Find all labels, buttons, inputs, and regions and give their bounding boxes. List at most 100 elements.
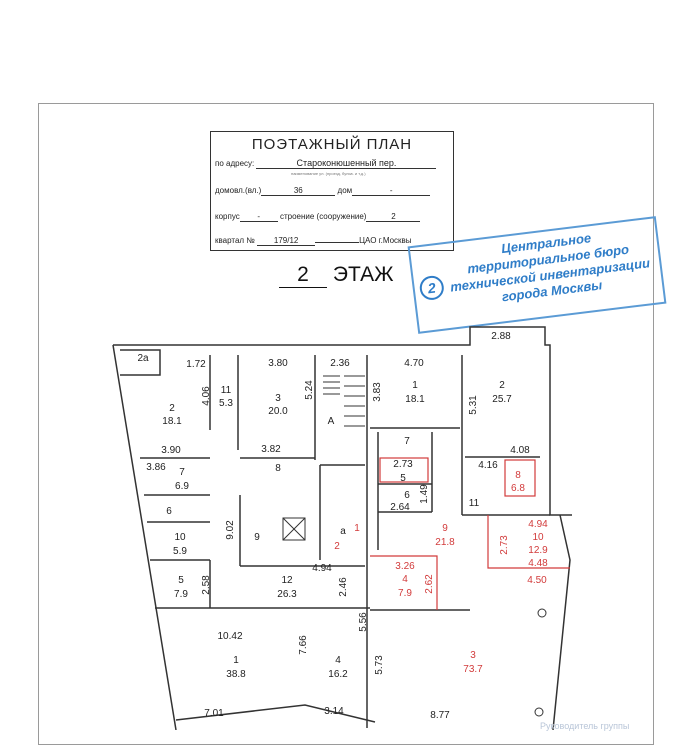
room-label: А (328, 416, 335, 427)
dimension-label: 5.24 (304, 380, 315, 400)
dimension-label: 2.46 (338, 577, 349, 597)
room-area: 6.9 (175, 481, 189, 492)
dom-value: - (352, 186, 431, 196)
dimension-label: 2.73 (499, 535, 510, 555)
dimension-label: 4.50 (527, 575, 547, 586)
dimension-label: 2.58 (201, 575, 212, 595)
dimension-label: 1.72 (186, 359, 206, 370)
stroenie-value: 2 (366, 212, 421, 222)
dimension-label: 2.73 (393, 459, 413, 470)
korpus-value: - (239, 212, 278, 222)
dimension-label: 3.83 (372, 382, 383, 402)
dimension-label: 7.01 (204, 708, 224, 719)
room-area: 12.9 (528, 545, 548, 556)
city: ЦАО г.Москвы (359, 236, 412, 245)
room-number: 5 (400, 473, 406, 484)
room-number: 1 (233, 655, 239, 666)
dimension-label: 4.16 (478, 460, 498, 471)
walls (112, 326, 572, 730)
dimension-label: 3.26 (395, 561, 415, 572)
dimension-label: 2.64 (390, 502, 410, 513)
room-labels-red: 1 2 9 21.8 2.73 4.94 10 12.9 4.48 4.50 3… (334, 470, 548, 675)
room-number: 3 (470, 650, 476, 661)
address-value: Староконюшенный пер. (256, 158, 437, 169)
room-number: 3 (275, 393, 281, 404)
dimension-label: 9.02 (225, 520, 236, 540)
dimension-label: 3.82 (261, 444, 281, 455)
dimension-label: 3.86 (146, 462, 166, 473)
room-number: 8 (515, 470, 521, 481)
room-area: 25.7 (492, 394, 512, 405)
room-area: 18.1 (162, 416, 182, 427)
dimension-label: 4.94 (312, 563, 332, 574)
room-area: 6.8 (511, 483, 525, 494)
elevator-icon (282, 517, 306, 541)
room-number: 11 (469, 498, 480, 509)
room-area: 5.9 (173, 546, 187, 557)
dimension-label: 4.06 (201, 386, 212, 406)
dimension-label: 5.73 (374, 655, 385, 675)
dimension-label: 3.90 (161, 445, 181, 456)
room-number: 7 (404, 436, 410, 447)
room-area: 73.7 (463, 664, 483, 675)
room-area: 38.8 (226, 669, 246, 680)
dimension-label: 4.48 (528, 558, 548, 569)
domovl-label: домовл.(вл.) (215, 186, 262, 195)
signature-text: Руководитель группы (540, 721, 630, 731)
room-number: 8 (275, 463, 281, 474)
floor-label: ЭТАЖ (332, 263, 394, 286)
room-label: 2 (334, 541, 340, 552)
room-label: 1 (354, 523, 360, 534)
plan-title: ПОЭТАЖНЫЙ ПЛАН (251, 136, 413, 153)
room-number: 1 (412, 380, 418, 391)
room-number: 9 (254, 532, 260, 543)
dimension-label: 5.56 (358, 612, 369, 632)
red-partitions (370, 457, 570, 610)
room-number: 7 (179, 467, 185, 478)
dom-label: дом (337, 186, 353, 195)
dimension-label: 10.42 (217, 631, 242, 642)
room-area: 20.0 (268, 406, 288, 417)
room-number: 6 (166, 506, 172, 517)
dimension-label: 4.70 (404, 358, 424, 369)
room-number: 12 (281, 575, 293, 586)
room-number: 6 (404, 490, 410, 501)
address-label: по адресу: (215, 159, 255, 168)
room-area: 21.8 (435, 537, 455, 548)
domovl-value: 36 (261, 186, 336, 196)
dimension-label: 4.94 (528, 519, 548, 530)
room-number: 10 (532, 532, 544, 543)
room-area: 26.3 (277, 589, 297, 600)
room-label: 2а (137, 353, 149, 364)
dimension-label: 4.08 (510, 445, 530, 456)
stroenie-label: строение (сооружение) (279, 212, 367, 221)
kvartal-label: квартал № (215, 236, 255, 245)
room-area: 5.3 (219, 398, 233, 409)
floor-plan: 2а 1.72 2 18.1 4.06 11 5.3 3.80 3 20.0 5… (112, 326, 572, 730)
column-icon (537, 608, 547, 618)
kvartal-value: 179/12 (257, 236, 316, 246)
dimension-label: 8.77 (430, 710, 450, 721)
room-number: 4 (402, 574, 408, 585)
dimension-label: 1.49 (419, 484, 430, 504)
address-hint: наименование ул. (проезд, бульв. и т.д.) (291, 171, 366, 176)
room-number: 11 (221, 385, 232, 396)
room-area: 7.9 (398, 588, 412, 599)
korpus-label: корпус (215, 212, 240, 221)
dimension-label: 3.80 (268, 358, 288, 369)
floor-heading: 2 ЭТАЖ (279, 263, 393, 288)
room-number: 10 (174, 532, 186, 543)
title-block: ПОЭТАЖНЫЙ ПЛАН по адресу: Староконюшенны… (210, 131, 454, 251)
dimension-label: 2.88 (491, 331, 511, 342)
dimension-label: 7.66 (298, 635, 309, 655)
room-area: 18.1 (405, 394, 425, 405)
room-number: 4 (335, 655, 341, 666)
room-labels-black: 2а 1.72 2 18.1 4.06 11 5.3 3.80 3 20.0 5… (137, 331, 530, 721)
room-number: 2 (169, 403, 175, 414)
room-number: 2 (499, 380, 505, 391)
dimension-label: 2.62 (424, 574, 435, 594)
room-number: 9 (442, 523, 448, 534)
dimension-label: 2.36 (330, 358, 350, 369)
dimension-label: 3.14 (324, 706, 344, 717)
room-label: а (340, 526, 346, 537)
